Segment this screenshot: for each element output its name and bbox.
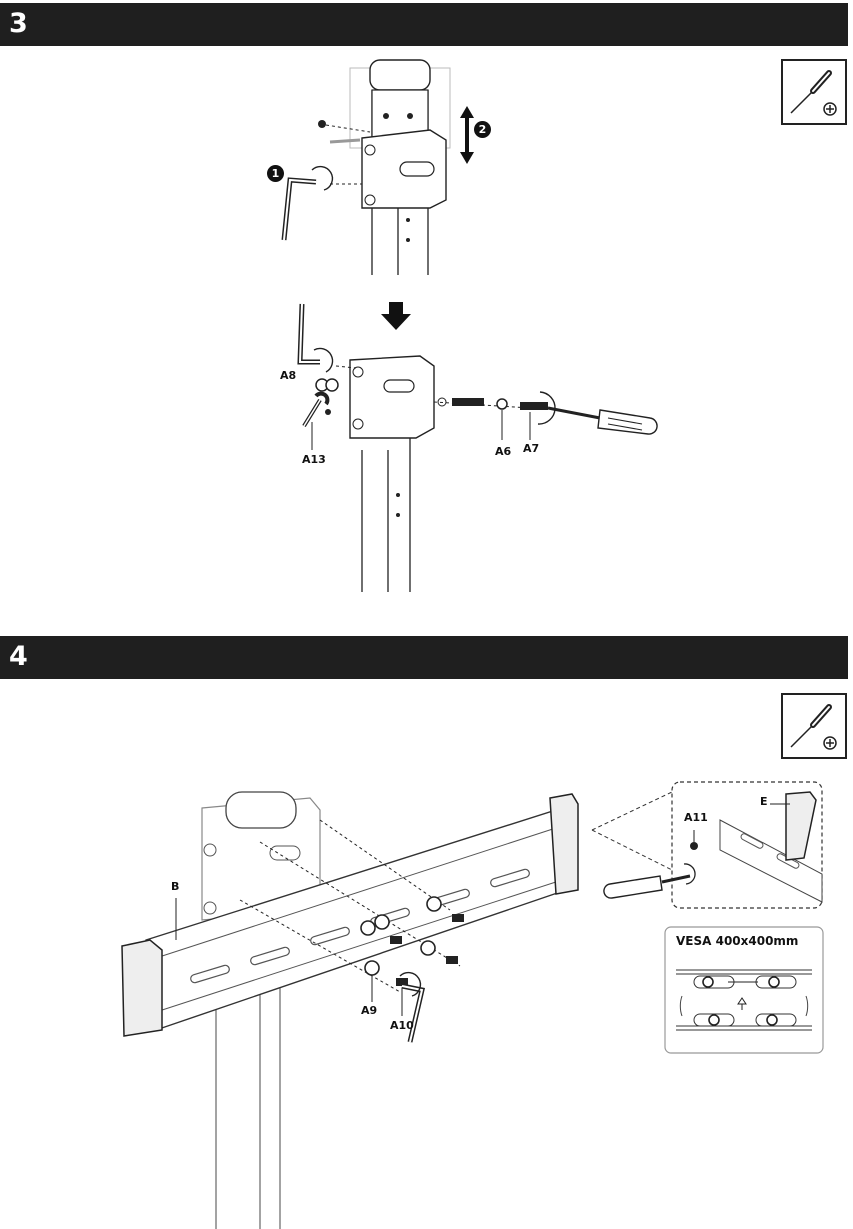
step-4-header-bar: 4 <box>0 636 848 679</box>
tool-requirement-box <box>781 693 847 759</box>
part-label-a11: A11 <box>684 811 708 824</box>
part-label-a6: A6 <box>495 445 512 458</box>
tool-requirement-box <box>781 59 847 125</box>
part-label-a10: A10 <box>390 1019 414 1032</box>
step-badge-2: 2 <box>474 121 491 138</box>
end-cap-detail-inset <box>591 781 823 909</box>
part-label-a8: A8 <box>280 369 297 382</box>
vesa-title: VESA 400x400mm <box>676 934 799 948</box>
part-label-a9: A9 <box>361 1004 378 1017</box>
down-arrow-icon <box>381 302 411 330</box>
step-3-header-bar: 3 <box>0 3 848 46</box>
vesa-pattern-inset <box>664 926 824 1054</box>
step-number: 3 <box>9 8 28 39</box>
step3-bracket-slide-illustration <box>281 59 474 275</box>
phillips-screwdriver-icon <box>790 704 837 750</box>
step-number: 4 <box>9 641 28 672</box>
step-badge-1: 1 <box>267 165 284 182</box>
part-label-a7: A7 <box>523 442 540 455</box>
step4-mounting-bar-illustration <box>121 791 579 1229</box>
step3-bracket-fasten-illustration <box>297 303 658 592</box>
part-label-e: E <box>760 795 768 808</box>
part-label-a13: A13 <box>302 453 326 466</box>
part-label-b: B <box>171 880 180 893</box>
phillips-screwdriver-icon <box>790 70 837 116</box>
